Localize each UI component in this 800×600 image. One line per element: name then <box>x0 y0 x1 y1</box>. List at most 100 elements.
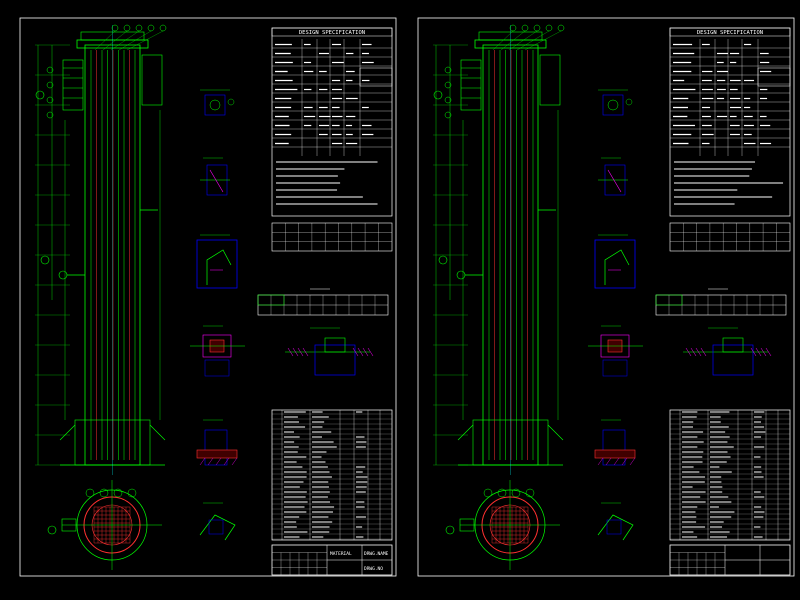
section-frame <box>712 344 754 376</box>
design-spec-table: DESIGN SPECIFICATION <box>669 27 791 252</box>
plan-leader-balloon <box>445 525 455 535</box>
side-nozzle-flange <box>58 270 68 280</box>
section-hatch <box>700 347 707 357</box>
detail-5-hatch <box>199 457 206 466</box>
spec-table-title: DESIGN SPECIFICATION <box>697 30 763 36</box>
detail-5-hatch <box>613 457 620 466</box>
nozzle-right-upper <box>141 54 163 106</box>
detail-5-plate <box>594 449 636 459</box>
plan-leader-balloon <box>47 525 57 535</box>
leader-balloon <box>46 111 54 119</box>
detail-6-box <box>606 519 622 535</box>
leader-balloon <box>40 255 50 265</box>
section-hatch <box>357 347 364 357</box>
spec-highlight-cell <box>359 67 393 87</box>
section-hatch <box>750 347 757 357</box>
leader-line <box>492 30 514 51</box>
leader-balloon <box>35 90 45 100</box>
sheet-border <box>417 17 795 577</box>
section-hatch <box>287 347 294 357</box>
detail-5-hatch <box>207 457 214 466</box>
leader-balloon <box>444 66 452 74</box>
leader-line <box>516 30 550 51</box>
leader-line <box>126 30 164 51</box>
plan-nozzle-circle <box>497 488 507 498</box>
plan-nozzle-circle <box>113 488 123 498</box>
spec-highlight-cell <box>757 67 791 87</box>
spec-title-row <box>271 27 393 37</box>
plan-nozzle-circle <box>99 488 109 498</box>
leader-balloon <box>444 111 452 119</box>
detail-6-bracket <box>597 514 634 541</box>
section-hatch <box>690 347 697 357</box>
leader-line <box>524 30 562 51</box>
material-label: MATERIAL <box>330 551 352 557</box>
detail-5-plate <box>196 449 238 459</box>
skirt-brace <box>59 424 76 441</box>
section-hatch <box>695 347 702 357</box>
drawing-sheet-left: DESIGN SPECIFICATION MATERIAL DRWG.NAME DRW… <box>19 17 397 577</box>
parts-list-table <box>271 409 393 541</box>
spec-table-title: DESIGN SPECIFICATION <box>299 30 365 36</box>
title-block: MATERIAL DRWG.NAME DRWG.NO <box>271 544 393 576</box>
plan-nozzle-circle <box>511 488 521 498</box>
side-nozzle-flange <box>456 270 466 280</box>
sheet-border <box>19 17 397 577</box>
section-flange <box>324 337 346 353</box>
detail-3-frame <box>594 239 636 289</box>
parts-list-frame <box>271 409 393 541</box>
drawing-no-label: DRWG.NO <box>364 566 383 572</box>
nozzle-table-header-cell <box>257 294 285 306</box>
leader-balloon <box>46 96 54 104</box>
detail-6-bracket <box>199 514 236 541</box>
leader-balloon <box>438 255 448 265</box>
leader-line <box>110 30 140 51</box>
parts-list-frame <box>669 409 791 541</box>
leader-line <box>102 30 128 51</box>
section-hatch <box>352 347 359 357</box>
title-block <box>669 544 791 576</box>
detail-4-base <box>204 359 230 377</box>
plan-nozzle <box>459 518 475 532</box>
detail-2-weld <box>607 169 622 193</box>
detail-5-hatch <box>223 457 230 466</box>
nozzle-right-upper <box>539 54 561 106</box>
skirt-brace <box>457 424 474 441</box>
leader-line <box>118 30 152 51</box>
spec-title-row <box>669 27 791 37</box>
leader-balloon <box>444 81 452 89</box>
detail-6-box <box>208 519 224 535</box>
leader-balloon <box>46 66 54 74</box>
design-spec-table: DESIGN SPECIFICATION <box>271 27 393 252</box>
section-hatch <box>685 347 692 357</box>
skirt-brace <box>547 424 564 441</box>
section-frame <box>314 344 356 376</box>
section-hatch <box>760 347 767 357</box>
plan-nozzle-circle <box>85 488 95 498</box>
detail-1-balloon <box>227 98 235 106</box>
detail-1-balloon <box>625 98 633 106</box>
nozzle-table <box>257 288 389 316</box>
leader-balloon <box>444 96 452 104</box>
drawing-sheet-right: DESIGN SPECIFICATION <box>417 17 795 577</box>
detail-1 <box>602 94 624 116</box>
nozzle-table <box>655 288 787 316</box>
detail-5-hatch <box>621 457 628 466</box>
plan-nozzle-circle <box>525 488 535 498</box>
plan-nozzle-circle <box>483 488 493 498</box>
leader-balloon <box>46 81 54 89</box>
detail-3-frame <box>196 239 238 289</box>
leader-line <box>94 30 116 51</box>
detail-5-hatch <box>215 457 222 466</box>
plan-nozzle <box>61 518 77 532</box>
nozzle-left-upper <box>62 59 84 111</box>
skirt-brace <box>149 424 166 441</box>
spec-subtable <box>669 222 791 252</box>
detail-3-profile <box>206 249 232 285</box>
detail-5-hatch <box>629 457 636 466</box>
nozzle-left-upper <box>460 59 482 111</box>
drawing-name-label: DRWG.NAME <box>364 551 389 557</box>
parts-list-table <box>669 409 791 541</box>
detail-1-circle <box>209 99 221 111</box>
